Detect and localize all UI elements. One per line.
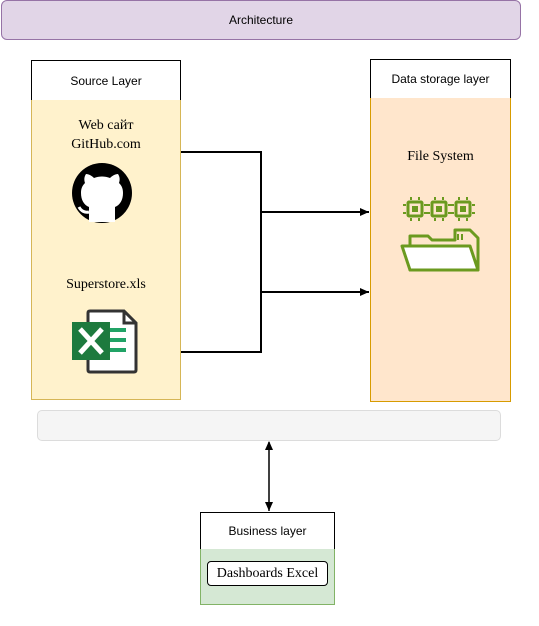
- file-system-label: File System: [407, 149, 474, 164]
- excel-icon: [72, 309, 138, 374]
- source-bracket-line: [181, 151, 262, 353]
- github-label: GitHub.com: [71, 137, 141, 152]
- github-icon: [72, 163, 132, 223]
- file-system-icon: [400, 197, 480, 272]
- storage-layer-header: Data storage layer: [370, 59, 511, 99]
- integration-bar: [37, 410, 501, 441]
- superstore-file-label: Superstore.xls: [66, 277, 146, 292]
- web-site-label: Web сайт: [78, 118, 134, 133]
- dashboards-excel-item[interactable]: Dashboards Excel: [207, 561, 328, 586]
- architecture-title: Architecture: [1, 0, 521, 40]
- connector-lines: [181, 151, 369, 511]
